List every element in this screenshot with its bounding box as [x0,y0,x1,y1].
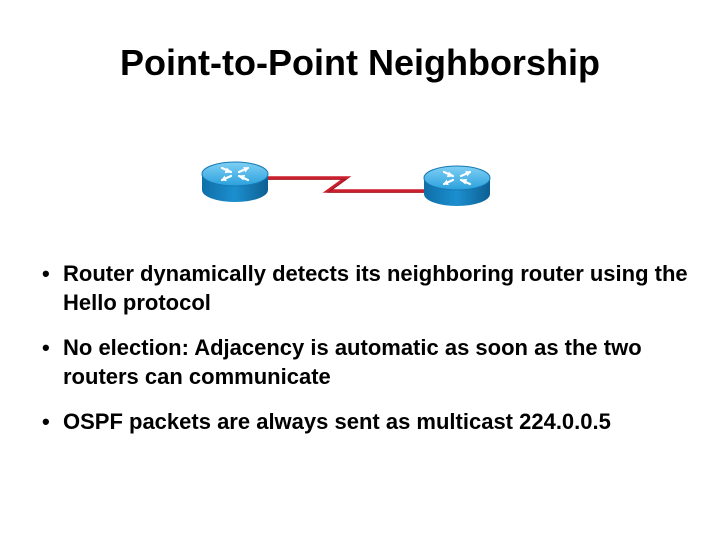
bullet-marker: • [42,335,50,360]
bullet-marker: • [42,261,50,286]
bullet-item: • Router dynamically detects its neighbo… [42,259,702,317]
serial-link-icon [260,176,425,193]
bullet-list: • Router dynamically detects its neighbo… [42,259,702,452]
router-icon [201,161,269,202]
slide-title: Point-to-Point Neighborship [120,42,600,83]
bullet-marker: • [42,409,50,434]
bullet-item: • No election: Adjacency is automatic as… [42,333,702,391]
bullet-text: No election: Adjacency is automatic as s… [63,335,642,389]
bullet-text: OSPF packets are always sent as multicas… [63,409,611,434]
router-icon [423,165,491,206]
bullet-item: • OSPF packets are always sent as multic… [42,407,702,436]
bullet-text: Router dynamically detects its neighbori… [63,261,688,315]
network-diagram [201,161,491,206]
